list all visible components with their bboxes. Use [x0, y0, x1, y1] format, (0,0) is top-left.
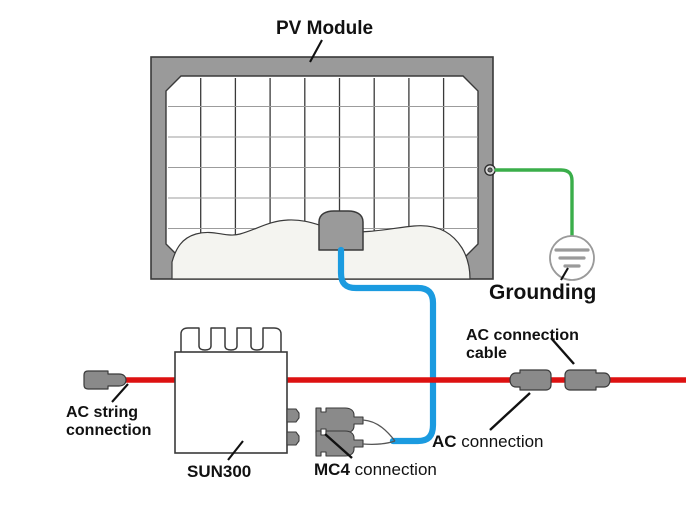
label-ac-connection-cable-line1: AC connection	[466, 327, 579, 344]
label-mc4-suffix: connection	[349, 460, 437, 479]
mc4-lead-lower	[362, 440, 396, 446]
dc-cable-blue	[337, 246, 437, 445]
label-pv-module: PV Module	[276, 18, 374, 39]
leader-sun300	[227, 440, 244, 461]
label-mc4-connection: MC4 connection	[314, 460, 437, 479]
label-sun300: SUN300	[187, 462, 252, 481]
ac-connector-female	[509, 369, 552, 391]
junction-box	[318, 210, 364, 251]
mc4-lead-upper	[362, 419, 396, 442]
label-ac-connection: AC connection	[432, 432, 544, 451]
label-ac-connection-cable-line2: cable	[466, 344, 507, 362]
leader-ac-connection	[489, 392, 531, 431]
label-ac-string-connection-line1: AC string	[66, 404, 138, 421]
mc4-connector-pair	[315, 407, 396, 457]
inverter-dc-port-2	[286, 431, 300, 446]
label-ac-prefix: AC	[432, 432, 457, 451]
ground-lug	[484, 164, 496, 176]
inverter-heatsink	[180, 327, 282, 352]
microinverter-sun300	[174, 327, 300, 454]
leader-pv-module	[309, 39, 323, 63]
grounding-symbol	[549, 235, 595, 281]
label-ac-connection-cable: AC connection cable	[466, 327, 579, 363]
leader-grounding	[560, 267, 569, 281]
label-ac-string-connection: AC string connection	[66, 404, 151, 440]
mc4-connector-lower	[315, 430, 364, 457]
label-ac-suffix: connection	[456, 432, 544, 451]
inverter-dc-port-1	[286, 408, 300, 423]
leader-mc4-connection	[324, 433, 353, 459]
mc4-connector-upper	[315, 407, 364, 434]
pv-module-panel	[150, 56, 496, 280]
grounding-wire	[494, 168, 574, 241]
label-ac-string-connection-line2: connection	[66, 421, 152, 439]
label-grounding: Grounding	[489, 281, 597, 304]
inverter-body	[174, 351, 288, 454]
leader-ac-connection-cable	[550, 337, 575, 365]
ac-connector-male	[564, 369, 611, 391]
label-mc4-prefix: MC4	[314, 460, 350, 479]
leader-ac-string-connection	[111, 383, 129, 403]
ac-string-connector	[83, 370, 127, 390]
